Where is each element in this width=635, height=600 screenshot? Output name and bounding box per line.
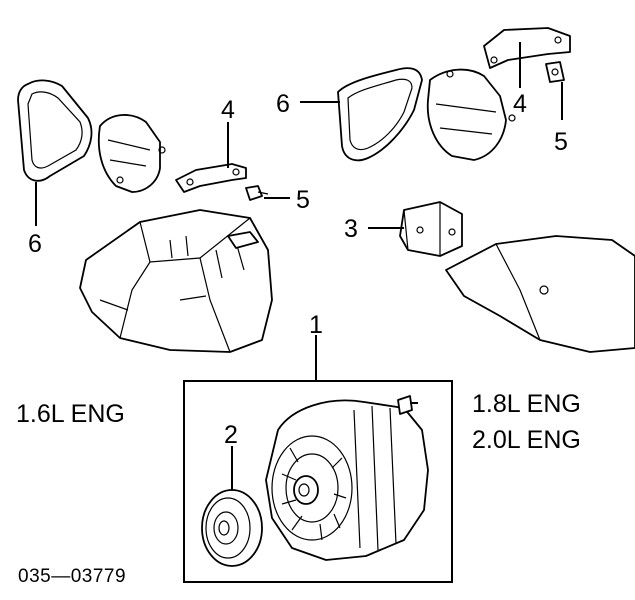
right-engine-assembly: [337, 27, 635, 353]
callout-2: 2: [224, 421, 238, 449]
pulley: [201, 489, 263, 567]
leader-lines: [35, 42, 563, 490]
callout-1: 1: [309, 311, 323, 339]
alternator-detail-frame: [183, 380, 453, 583]
callout-4-left: 4: [221, 96, 235, 124]
bolt-left: [245, 185, 269, 201]
engine-label-1-8l: 1.8L ENG: [472, 390, 581, 418]
engine-label-1-6l: 1.6L ENG: [16, 400, 125, 428]
engine-label-2-0l: 2.0L ENG: [472, 426, 581, 454]
belt-cover-left: [97, 114, 166, 193]
left-engine-assembly: [17, 79, 273, 353]
diagram-part-number: 035—03779: [18, 566, 126, 587]
bracket-left: [175, 163, 247, 193]
callout-3: 3: [344, 215, 358, 243]
alternator: [265, 395, 429, 561]
callout-6-left: 6: [28, 230, 42, 258]
bolt-right: [545, 61, 565, 83]
bracket-right-mount: [399, 201, 463, 257]
drive-belt-left: [17, 79, 93, 182]
callout-5-right: 5: [554, 128, 568, 156]
drive-belt-right: [337, 67, 423, 162]
callout-4-right: 4: [513, 90, 527, 118]
bracket-right-top: [483, 27, 571, 69]
callout-6-right: 6: [276, 90, 290, 118]
callout-5-left: 5: [296, 186, 310, 214]
engine-block-right: [445, 235, 635, 353]
engine-block-left: [79, 209, 273, 353]
belt-cover-right: [426, 68, 516, 161]
